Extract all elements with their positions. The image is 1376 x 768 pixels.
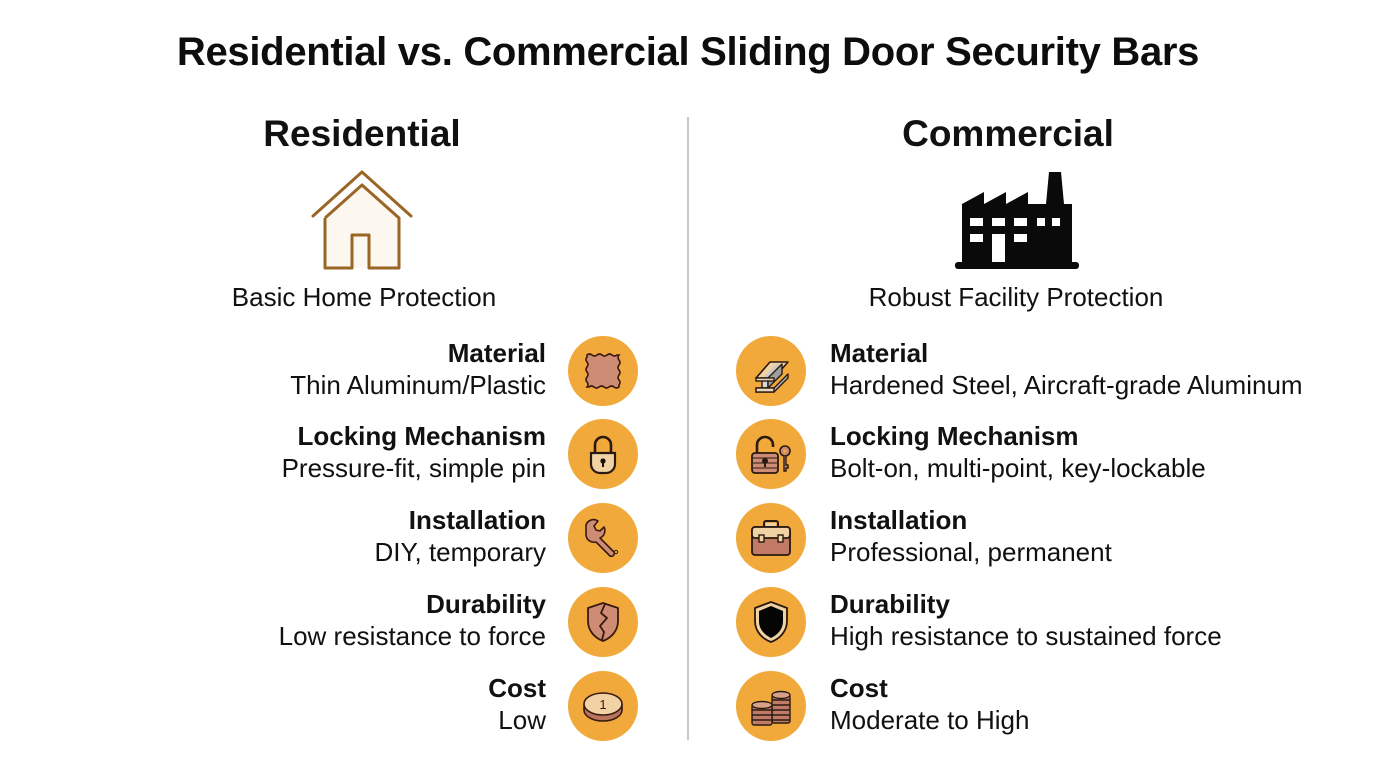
row-value: Low resistance to force	[278, 621, 546, 651]
row-label: Durability	[830, 589, 950, 619]
toolbox-icon	[736, 503, 806, 573]
row-label: Material	[447, 338, 546, 368]
residential-subtitle: Basic Home Protection	[231, 282, 497, 312]
row-value: Low	[498, 705, 546, 735]
commercial-heading: Commercial	[902, 113, 1114, 154]
commercial-row-durability: Durability High resistance to sustained …	[736, 587, 1356, 667]
steel-i-beam-icon	[736, 336, 806, 406]
commercial-row-locking-mechanism: Locking Mechanism Bolt-on, multi-point, …	[736, 419, 1356, 499]
commercial-subtitle: Robust Facility Protection	[868, 282, 1164, 312]
residential-row-durability: Durability Low resistance to force	[150, 587, 638, 667]
coin-number: 1	[599, 697, 606, 712]
row-label: Locking Mechanism	[830, 421, 1079, 451]
padlock-icon	[568, 419, 638, 489]
row-value: Hardened Steel, Aircraft-grade Aluminum	[830, 370, 1303, 400]
row-value: Professional, permanent	[830, 537, 1112, 567]
column-divider	[687, 117, 689, 740]
residential-row-material: Material Thin Aluminum/Plastic	[150, 336, 638, 416]
row-value: Moderate to High	[830, 705, 1030, 735]
row-value: Thin Aluminum/Plastic	[290, 370, 546, 400]
commercial-row-material: Material Hardened Steel, Aircraft-grade …	[736, 336, 1356, 416]
page-title: Residential vs. Commercial Sliding Door …	[176, 30, 1200, 74]
commercial-row-installation: Installation Professional, permanent	[736, 503, 1356, 583]
row-label: Durability	[426, 589, 546, 619]
row-label: Locking Mechanism	[297, 421, 547, 451]
row-label: Installation	[408, 505, 546, 535]
row-label: Cost	[488, 673, 546, 703]
row-label: Installation	[830, 505, 968, 535]
row-label: Cost	[830, 673, 888, 703]
row-label: Material	[830, 338, 929, 368]
factory-icon	[952, 168, 1080, 272]
commercial-row-cost: Cost Moderate to High	[736, 671, 1356, 751]
row-value: Bolt-on, multi-point, key-lockable	[830, 453, 1206, 483]
row-value: High resistance to sustained force	[830, 621, 1222, 651]
single-coin-icon: 1	[568, 671, 638, 741]
material-sheet-icon	[568, 336, 638, 406]
row-value: DIY, temporary	[374, 537, 546, 567]
residential-row-locking-mechanism: Locking Mechanism Pressure-fit, simple p…	[150, 419, 638, 499]
residential-row-installation: Installation DIY, temporary	[150, 503, 638, 583]
residential-row-cost: Cost Low 1	[150, 671, 638, 751]
cracked-shield-icon	[568, 587, 638, 657]
padlock-key-icon	[736, 419, 806, 489]
wrench-icon	[568, 503, 638, 573]
row-value: Pressure-fit, simple pin	[281, 453, 546, 483]
solid-shield-icon	[736, 587, 806, 657]
residential-heading: Residential	[263, 113, 461, 154]
coin-stacks-icon	[736, 671, 806, 741]
house-outline-icon	[310, 168, 414, 272]
